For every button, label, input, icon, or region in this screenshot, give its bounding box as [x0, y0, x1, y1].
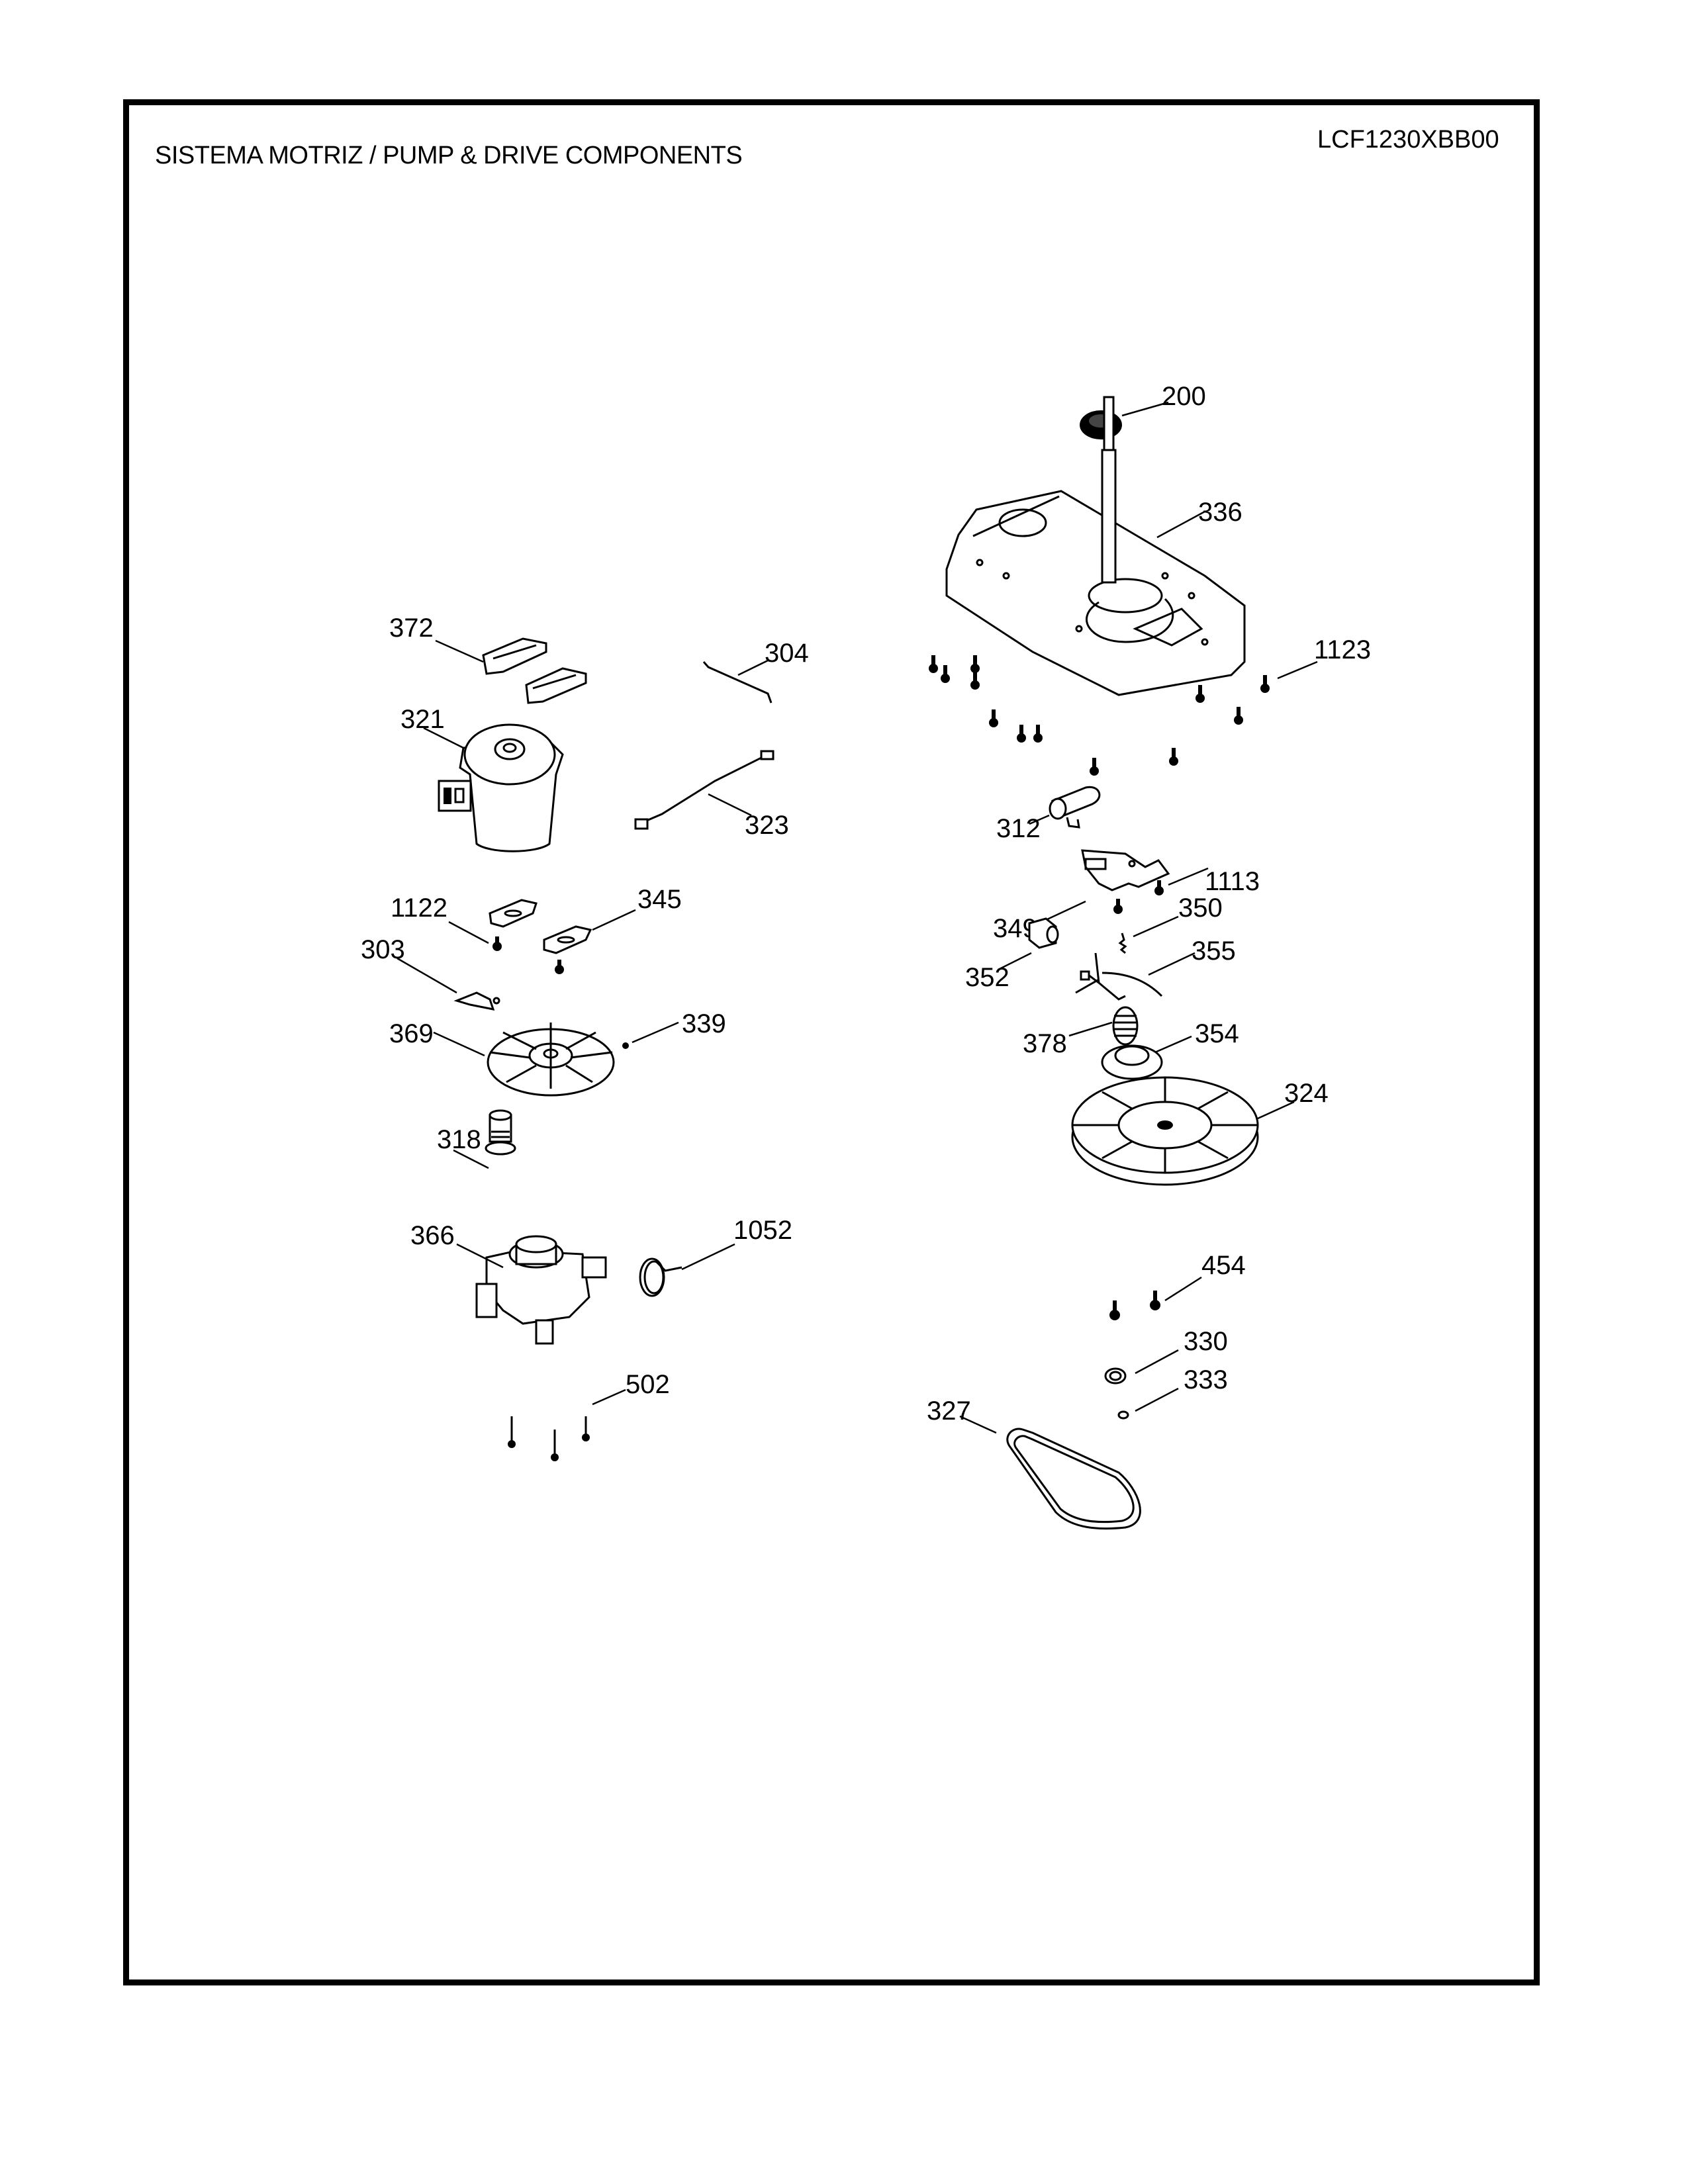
- leader-327: [959, 1415, 997, 1434]
- leader-1052: [681, 1243, 735, 1271]
- leader-318: [453, 1149, 489, 1169]
- leader-200: [1121, 401, 1169, 417]
- part-330-washer[interactable]: [1104, 1367, 1127, 1385]
- callout-339[interactable]: 339: [682, 1009, 726, 1038]
- callout-345[interactable]: 345: [637, 885, 682, 914]
- callout-372[interactable]: 372: [389, 614, 434, 643]
- part-349-actuator[interactable]: [1081, 849, 1170, 891]
- callout-304[interactable]: 304: [765, 639, 809, 668]
- part-327-drive-belt[interactable]: [1006, 1428, 1141, 1530]
- leader-333: [1135, 1387, 1179, 1412]
- leader-323: [708, 793, 752, 817]
- callout-200[interactable]: 200: [1162, 382, 1206, 411]
- part-1122-bolts[interactable]: [492, 936, 564, 974]
- part-372-motor-brackets[interactable]: [482, 637, 587, 704]
- callout-336[interactable]: 336: [1198, 498, 1243, 527]
- leader-355: [1148, 952, 1196, 976]
- callout-1122[interactable]: 1122: [391, 893, 447, 923]
- leader-336: [1156, 510, 1205, 539]
- callout-303[interactable]: 303: [361, 935, 405, 964]
- part-318-filter[interactable]: [485, 1109, 516, 1156]
- callout-1113[interactable]: 1113: [1205, 867, 1260, 896]
- part-354-clutch-gear[interactable]: [1101, 1044, 1163, 1080]
- leader-352: [998, 952, 1032, 971]
- part-366-drain-pump[interactable]: [475, 1235, 607, 1345]
- leader-303: [397, 957, 457, 994]
- callout-369[interactable]: 369: [389, 1019, 434, 1048]
- part-324-pulley[interactable]: [1071, 1076, 1259, 1186]
- part-339-ball[interactable]: [622, 1042, 629, 1049]
- part-1052-hose-clamp[interactable]: [639, 1257, 682, 1297]
- callout-352[interactable]: 352: [965, 963, 1009, 992]
- callout-330[interactable]: 330: [1184, 1327, 1228, 1356]
- leader-1113: [1168, 867, 1209, 886]
- leader-372: [435, 639, 484, 663]
- part-355-shift-fork[interactable]: [1075, 952, 1163, 1001]
- part-333-retaining-ring[interactable]: [1117, 1410, 1129, 1420]
- callout-323[interactable]: 323: [745, 811, 789, 840]
- leader-369: [433, 1031, 485, 1057]
- part-345-mounting-plates[interactable]: [489, 899, 592, 954]
- leader-1123: [1277, 660, 1318, 680]
- callout-502[interactable]: 502: [626, 1370, 670, 1399]
- leader-502: [592, 1388, 626, 1406]
- page-border: [123, 99, 1540, 1985]
- leader-378: [1068, 1021, 1113, 1037]
- part-312-capacitor[interactable]: [1049, 786, 1101, 829]
- leader-304: [737, 659, 769, 676]
- leader-339: [632, 1021, 679, 1044]
- callout-1123[interactable]: 1123: [1314, 635, 1371, 664]
- leader-321: [423, 727, 464, 749]
- callout-354[interactable]: 354: [1195, 1019, 1239, 1048]
- part-321-motor[interactable]: [438, 723, 564, 852]
- leader-354: [1154, 1035, 1192, 1054]
- leader-454: [1164, 1276, 1202, 1302]
- leader-350: [1133, 915, 1179, 938]
- callout-318[interactable]: 318: [437, 1125, 481, 1154]
- leader-349: [1045, 900, 1086, 921]
- callout-327[interactable]: 327: [927, 1396, 971, 1426]
- part-454-bolts[interactable]: [1109, 1291, 1160, 1320]
- part-378-coil-spring[interactable]: [1112, 1006, 1139, 1046]
- callout-324[interactable]: 324: [1284, 1079, 1329, 1108]
- callout-355[interactable]: 355: [1192, 936, 1236, 966]
- callout-350[interactable]: 350: [1178, 893, 1223, 923]
- part-303-clip[interactable]: [453, 991, 500, 1011]
- part-1123-screws[interactable]: [929, 655, 1270, 776]
- leader-366: [456, 1243, 504, 1269]
- model-number: LCF1230XBB00: [1317, 126, 1499, 154]
- part-369-fan[interactable]: [487, 1023, 615, 1097]
- part-502-screws[interactable]: [508, 1416, 590, 1461]
- part-1113-screw[interactable]: [1113, 880, 1164, 914]
- callout-454[interactable]: 454: [1201, 1251, 1246, 1280]
- callout-333[interactable]: 333: [1184, 1365, 1228, 1394]
- leader-324: [1257, 1101, 1295, 1120]
- part-304-wire-clip[interactable]: [702, 661, 773, 704]
- leader-330: [1135, 1349, 1179, 1375]
- leader-345: [592, 909, 636, 931]
- leader-312: [1029, 814, 1050, 825]
- callout-366[interactable]: 366: [410, 1221, 455, 1250]
- page-title: SISTEMA MOTRIZ / PUMP & DRIVE COMPONENTS: [155, 142, 743, 169]
- callout-1052[interactable]: 1052: [733, 1216, 792, 1245]
- leader-1122: [448, 921, 489, 944]
- callout-312[interactable]: 312: [996, 814, 1041, 843]
- part-336-base-plate[interactable]: [945, 396, 1246, 696]
- part-323-wire-harness[interactable]: [634, 750, 774, 830]
- part-352-drive-motor[interactable]: [1028, 917, 1059, 949]
- part-350-spring[interactable]: [1118, 933, 1127, 954]
- callout-378[interactable]: 378: [1023, 1029, 1067, 1058]
- callout-321[interactable]: 321: [400, 705, 445, 734]
